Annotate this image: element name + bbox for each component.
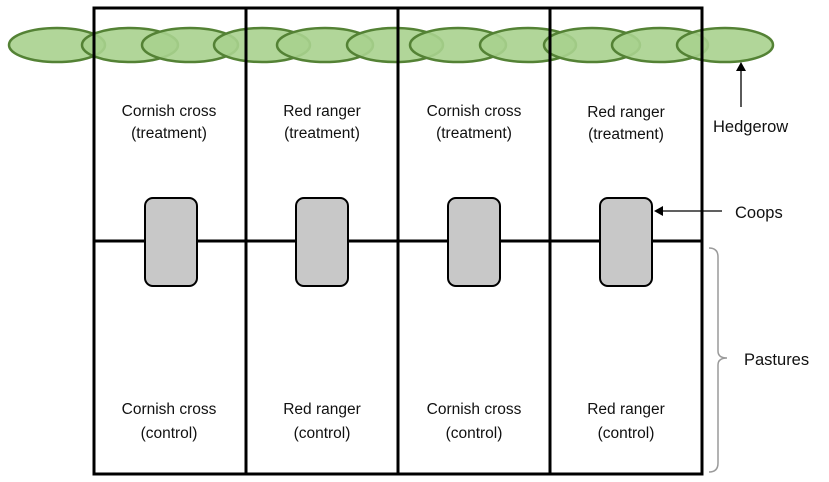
plot-label-line2: (treatment) [131, 125, 207, 142]
plot-label-line2: (control) [598, 425, 655, 442]
coop [295, 197, 349, 287]
hedge-bush [675, 26, 775, 64]
top-plot-labels: Cornish cross (treatment) Red ranger (tr… [122, 103, 665, 143]
arrow-head-icon [736, 62, 746, 71]
right-brace-icon [708, 247, 728, 473]
plot-label-line2: (treatment) [284, 125, 360, 142]
coop [599, 197, 653, 287]
plot-label-line1: Cornish cross [427, 401, 522, 418]
plot-label-line1: Red ranger [283, 401, 361, 418]
plot-label-line1: Red ranger [587, 104, 665, 121]
pastures-callout: Pastures [708, 247, 809, 473]
plot-label-line1: Cornish cross [427, 103, 522, 120]
hedgerow-callout: Hedgerow [713, 62, 788, 136]
plot-label-line2: (treatment) [436, 125, 512, 142]
pastures-label: Pastures [744, 351, 809, 369]
hedgerow [7, 26, 775, 64]
coops-callout: Coops [654, 204, 783, 222]
plot-label-line2: (treatment) [588, 126, 664, 143]
arrow-head-icon [654, 206, 663, 216]
plot-label-line2: (control) [294, 425, 351, 442]
bottom-plot-labels: Cornish cross (control) Red ranger (cont… [122, 401, 665, 442]
coop [447, 197, 501, 287]
coop [144, 197, 198, 287]
hedgerow-label: Hedgerow [713, 118, 788, 136]
coops-label: Coops [735, 204, 783, 222]
plot-label-line1: Red ranger [587, 401, 665, 418]
plot-label-line2: (control) [141, 425, 198, 442]
plot-label-line2: (control) [446, 425, 503, 442]
coops [144, 197, 653, 287]
plot-label-line1: Cornish cross [122, 103, 217, 120]
pasture-grid [92, 6, 704, 476]
plot-label-line1: Cornish cross [122, 401, 217, 418]
plot-label-line1: Red ranger [283, 103, 361, 120]
